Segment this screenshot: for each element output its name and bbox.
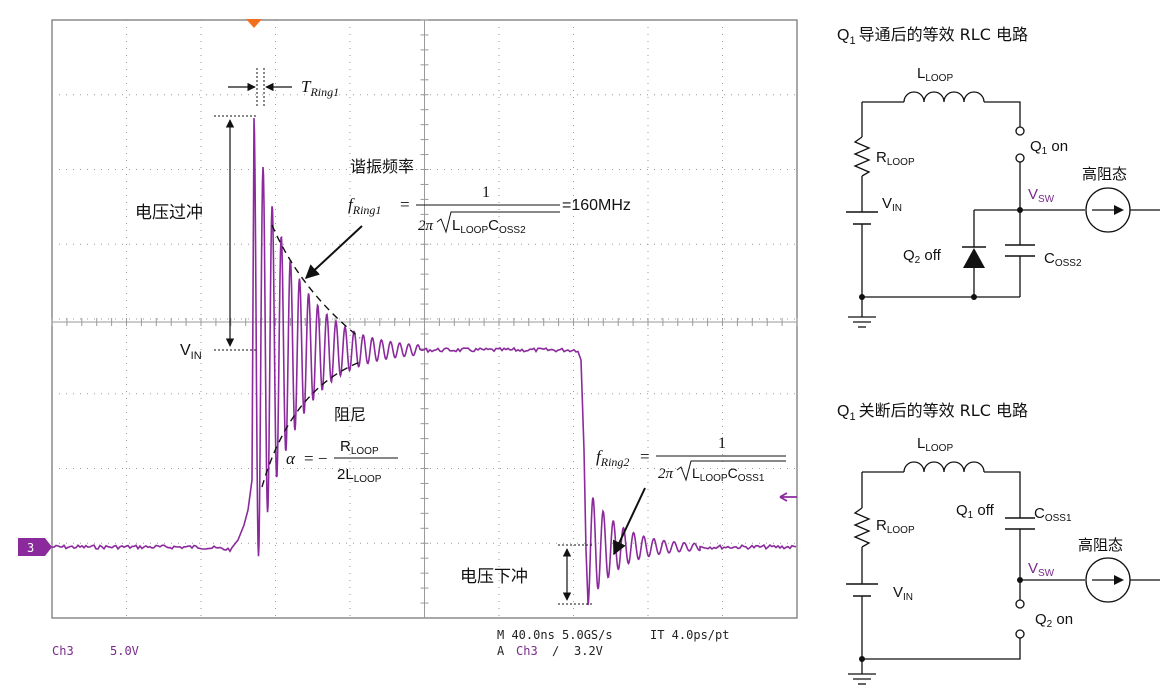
channel-3-marker: 3 xyxy=(18,538,52,556)
ground-symbol-bottom xyxy=(848,659,876,685)
resonance-label: 谐振频率 xyxy=(350,157,414,176)
svg-text:2π: 2π xyxy=(418,218,434,234)
top-coss2-label: COSS2 xyxy=(1044,250,1082,269)
overshoot-annotation: 电压过冲 VIN xyxy=(135,115,256,362)
trigger-position-marker xyxy=(246,19,262,28)
switch-q2-on xyxy=(1015,599,1025,639)
resonance-formula: 谐振频率 fRing1 = 1 2π LLOOPCOSS2 =160MHz xyxy=(304,157,631,279)
svg-text:2LLOOP: 2LLOOP xyxy=(337,466,382,485)
top-r-loop-label: RLOOP xyxy=(876,149,915,168)
top-vsw-label: VSW xyxy=(1028,186,1055,205)
oscilloscope-screen: 3 xyxy=(18,19,798,619)
current-source-high-z-top xyxy=(1085,187,1131,233)
trigger-readout-prefix: A xyxy=(497,644,505,658)
f-ring1-value: =160MHz xyxy=(562,197,631,214)
bottom-high-z-label: 高阻态 xyxy=(1078,536,1123,554)
svg-text:= −: = − xyxy=(304,449,327,468)
timebase-readout: M 40.0ns 5.0GS/s xyxy=(497,628,613,642)
resistor-r-loop-bottom xyxy=(853,507,871,548)
upper-damping-envelope xyxy=(271,224,361,339)
svg-text:2π: 2π xyxy=(658,466,674,482)
top-l-loop-label: LLOOP xyxy=(917,65,953,84)
lower-damping-envelope xyxy=(261,361,361,488)
inductor-l-loop-bottom xyxy=(903,461,985,473)
capacitor-coss1 xyxy=(1005,517,1035,530)
undershoot-annotation: 电压下冲 xyxy=(460,544,592,605)
overshoot-label: 电压过冲 xyxy=(135,203,203,223)
battery-vin-top xyxy=(846,211,878,225)
battery-vin-bottom xyxy=(846,583,878,597)
ch3-label: Ch3 xyxy=(52,644,74,658)
ring-period-annotation: TRing1 xyxy=(228,68,339,106)
svg-text:LLOOPCOSS2: LLOOPCOSS2 xyxy=(452,217,526,236)
capacitor-coss2 xyxy=(1005,244,1035,257)
svg-text:LLOOPCOSS1: LLOOPCOSS1 xyxy=(692,465,765,484)
bottom-l-loop-label: LLOOP xyxy=(917,435,953,454)
trigger-slope: ∕ xyxy=(552,644,559,658)
top-high-z-label: 高阻态 xyxy=(1082,165,1127,183)
svg-text:1: 1 xyxy=(718,435,726,452)
f-ring2-symbol: fRing2 xyxy=(596,447,629,469)
interp-readout: IT 4.0ps/pt xyxy=(650,628,729,642)
svg-text:1: 1 xyxy=(482,184,490,201)
trigger-channel: Ch3 xyxy=(516,644,538,658)
inductor-l-loop-top xyxy=(903,91,985,103)
bottom-r-loop-label: RLOOP xyxy=(876,517,915,536)
bottom-vsw-label: VSW xyxy=(1028,560,1055,579)
resistor-r-loop-top xyxy=(853,136,871,177)
trigger-level: 3.2V xyxy=(574,644,603,658)
damping-label: 阻尼 xyxy=(334,405,366,424)
ch3-scale: 5.0V xyxy=(110,644,139,658)
scope-readout: Ch3 5.0V M 40.0ns 5.0GS/s IT 4.0ps/pt A … xyxy=(52,628,729,658)
bottom-vin-label: VIN xyxy=(893,584,913,603)
scope-grid xyxy=(51,19,798,618)
f-ring1-symbol: fRing1 xyxy=(348,195,381,217)
current-source-high-z-bottom xyxy=(1085,557,1131,603)
bottom-q1-label: Q1 off xyxy=(956,502,995,521)
svg-text:=: = xyxy=(640,447,650,466)
svg-text:=: = xyxy=(400,195,410,214)
svg-text:α: α xyxy=(286,449,296,468)
top-vin-label: VIN xyxy=(882,195,902,214)
trigger-level-arrow xyxy=(779,492,797,502)
damping-formula: 阻尼 α = − RLOOP 2LLOOP xyxy=(286,405,398,485)
switch-q1-on xyxy=(1015,126,1025,163)
scope-trace xyxy=(51,117,797,606)
undershoot-label: 电压下冲 xyxy=(460,567,528,587)
top-q2-label: Q2 off xyxy=(903,247,942,266)
svg-text:RLOOP: RLOOP xyxy=(340,438,379,457)
ring2-pointer-arrow xyxy=(613,487,646,556)
t-ring1-label: TRing1 xyxy=(301,77,339,99)
voltage-waveform xyxy=(51,117,797,606)
ring2-formula: fRing2 = 1 2π LLOOPCOSS1 xyxy=(596,435,786,556)
ground-symbol-top xyxy=(848,297,876,328)
envelope-curves xyxy=(261,224,361,488)
channel-3-marker-label: 3 xyxy=(27,541,34,555)
bottom-q2-label: Q2 on xyxy=(1035,611,1073,630)
bottom-coss1-label: COSS1 xyxy=(1034,505,1072,524)
diode-q2-off xyxy=(962,246,986,268)
resonance-pointer-arrow xyxy=(304,225,363,279)
top-q1-label: Q1 on xyxy=(1030,138,1068,157)
vin-level-label: VIN xyxy=(180,342,202,362)
